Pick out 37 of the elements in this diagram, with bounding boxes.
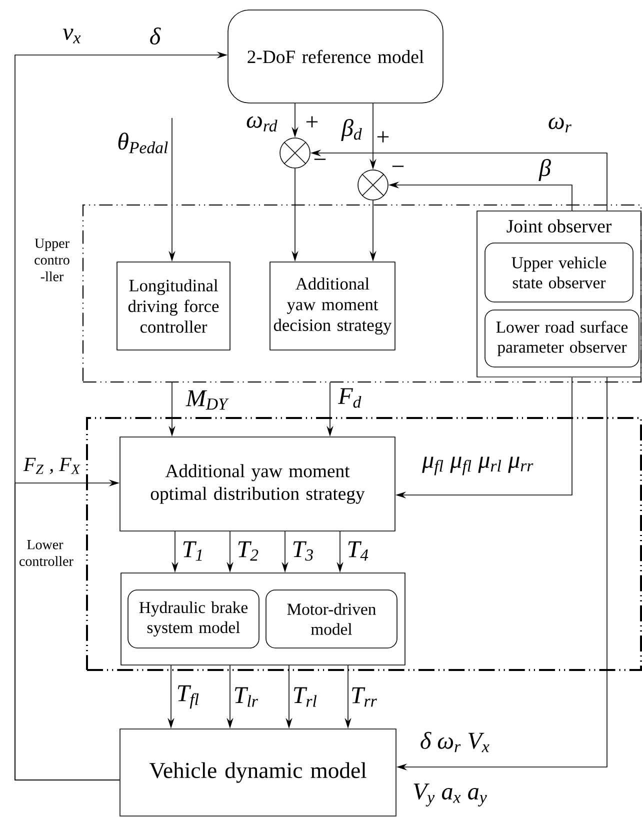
observer-box: Upper vehicle state observer (484, 242, 634, 302)
controller-box: Longitudinal driving force controller (116, 262, 230, 350)
edge-label: T$_{rl}$ (294, 687, 317, 707)
edge-label: θ$_{Pedal}$ (118, 132, 168, 154)
edge-label: T$_{3}$ (293, 541, 313, 561)
sign-label: − (392, 166, 404, 167)
model-box: Motor-driven model (266, 590, 398, 648)
strategy-box: Additional yaw moment decision strategy (270, 262, 396, 350)
sign-label: − (314, 158, 326, 160)
edge-label: δ ω$_{r}$ V$_{x}$ (420, 732, 490, 752)
signal-label: V$_{y}$ a$_{x}$ a$_{y}$ (414, 784, 487, 806)
sign-label: + (306, 116, 318, 128)
edge-label: ω$_{rd}$ (246, 116, 278, 132)
edge-label: T$_{1}$ (183, 541, 202, 561)
strategy-box: Additional yaw moment optimal distribution strategy (120, 436, 396, 532)
edge-label: T$_{lr}$ (234, 687, 258, 707)
edge-label: β (538, 159, 551, 181)
edge-label: T$_{rr}$ (352, 687, 377, 707)
model-box: Hydraulic brake system model (128, 590, 260, 648)
model-box: 2-DoF reference model (228, 10, 444, 104)
edge-label: F$_{Z}$ , F$_{X}$ (23, 458, 80, 474)
arrow (14, 480, 120, 780)
edge-label: T$_{fl}$ (178, 685, 199, 709)
sign-label: + (377, 131, 389, 142)
observer-box: Lower road surface parameter observer (484, 310, 640, 368)
edge-label: T$_{4}$ (348, 541, 368, 561)
edge-label: T$_{2}$ (238, 541, 258, 561)
signal-label: v$_{x}$ (62, 28, 81, 44)
edge-label: M$_{DY}$ (186, 390, 229, 410)
edge-label: μ$_{fl}$ μ$_{fl}$ μ$_{rl}$ μ$_{rr}$ (422, 456, 534, 476)
summing-junction (358, 170, 388, 200)
edge-label: ω$_{r}$ (548, 118, 572, 132)
summing-junction (280, 138, 310, 168)
edge-label: F$_{d}$ (338, 388, 362, 408)
signal-label: δ (150, 28, 161, 44)
model-box: Vehicle dynamic model (120, 728, 396, 816)
edge-label: β$_{d}$ (341, 119, 362, 141)
